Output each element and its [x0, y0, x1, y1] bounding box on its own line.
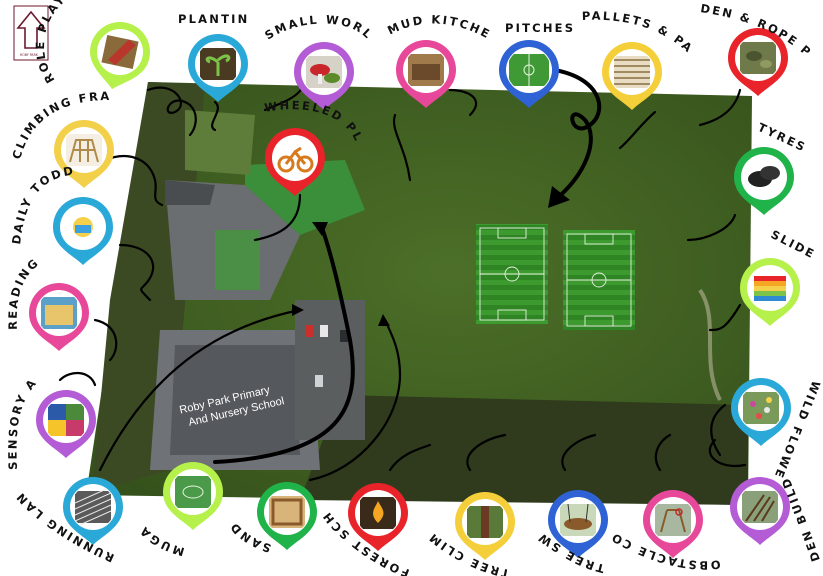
pin-wild-flowers: [731, 378, 791, 446]
car-dark: [340, 330, 348, 342]
arrow-sensory: [58, 372, 97, 387]
arrow-obstacle: [654, 433, 672, 472]
label-text: Pitches: [505, 21, 573, 35]
camo-icon: [740, 42, 776, 74]
arrow-muga: [213, 226, 355, 464]
pin-sensory-area: [36, 390, 96, 458]
arrow-den-building: [708, 438, 747, 468]
school-building-roof: [170, 345, 300, 455]
arrow-tree-swings: [561, 433, 597, 472]
arrowhead-sandpit: [378, 314, 390, 326]
stage-icon: [101, 34, 139, 70]
arrows: [58, 66, 747, 482]
pin-obstacle-course: [643, 490, 703, 558]
slide-icon: [752, 272, 788, 304]
arrow-daily-toddle: [118, 243, 155, 302]
early-years-garden: [185, 110, 255, 175]
footpath: [698, 288, 722, 401]
arrow-heads: [292, 186, 570, 326]
arrow-small-world: [263, 86, 304, 112]
arrow-wild-flowers: [710, 403, 727, 457]
track-icon: [74, 486, 112, 528]
sandpit-icon: [269, 496, 305, 528]
tyre-icon: [746, 161, 782, 193]
pin-reading-shed: [29, 283, 89, 351]
logo-caption: ROBY PARK: [20, 53, 39, 57]
pin-running-lanes: [63, 477, 123, 545]
pitch-icon: [509, 54, 549, 86]
car-white: [320, 325, 328, 337]
arrow-slides: [708, 303, 742, 332]
pin-wheeled-play: [265, 128, 325, 196]
obstacle-icon: [655, 504, 691, 536]
pin-photo-frame: [272, 135, 318, 181]
pin-climbing-frame: [54, 120, 114, 188]
arrow-den-rope: [698, 88, 742, 127]
arrow-tree-climbing: [466, 433, 507, 472]
stick-den-icon: [742, 491, 778, 523]
shed-icon: [41, 297, 77, 329]
logo: ROBY PARK: [13, 5, 49, 61]
pin-small-world: [294, 42, 354, 110]
arrow-wheeled-play: [253, 193, 302, 242]
car-red: [305, 325, 313, 337]
pin-mud-kitchens: [396, 40, 456, 108]
aerial-photo: [86, 82, 752, 505]
pitch-markings: [479, 227, 632, 327]
pin-planting: [188, 34, 248, 102]
flower-icon: [743, 392, 779, 424]
arrow-role-play: [146, 86, 197, 137]
pin-slides: [740, 258, 800, 326]
seedling-icon: [200, 48, 236, 80]
arrow-sandpit: [308, 318, 402, 482]
arrow-mud-kitchen-b: [448, 88, 478, 117]
pin-pitches: [499, 40, 559, 108]
arrow-mud-kitchen: [392, 113, 412, 182]
arrowhead-muga: [312, 222, 328, 236]
pin-den-building: [730, 477, 790, 545]
sensory-icon: [48, 404, 84, 436]
pin-tyres: [734, 147, 794, 215]
pin-tree-swings: [548, 490, 608, 558]
pallet-icon: [614, 56, 650, 88]
arrow-forest-school: [388, 443, 432, 472]
arrow-reading-shed: [93, 318, 118, 362]
arrow-planting: [211, 100, 219, 132]
pin-tree-climbing: [455, 492, 515, 560]
arrow-tyres: [686, 213, 737, 242]
campfire-icon: [360, 497, 396, 529]
label-text: MUGA: [136, 523, 184, 559]
car-silver: [315, 375, 323, 387]
climbing-frame-icon: [66, 134, 102, 166]
tree-icon: [467, 506, 503, 538]
balance-bike-icon: [277, 146, 314, 173]
tree-belt-bottom: [300, 395, 748, 505]
label-muga: MUGA: [136, 523, 186, 559]
arrow-running-lanes: [98, 308, 302, 472]
arrowhead-running: [292, 304, 304, 316]
pin-daily-toddle: [53, 197, 113, 265]
pin-den-rope: [728, 28, 788, 96]
annex-building: [165, 180, 215, 205]
house-arrow-logo: [16, 10, 46, 49]
arrow-pitches: [533, 66, 602, 202]
label-pitches: Pitches: [505, 21, 575, 35]
muga-court: [215, 230, 260, 290]
arrow-climbing-frame: [103, 155, 164, 207]
swing-icon: [560, 503, 596, 536]
muga-icon: [175, 476, 211, 508]
pin-sandpit: [257, 482, 317, 550]
pin-pallets: [602, 42, 662, 110]
pin-muga: [163, 462, 223, 530]
mushroom-icon: [306, 56, 342, 88]
pin-role-play: [90, 22, 150, 90]
arrowhead-pitches: [548, 186, 570, 208]
arrow-pallets: [618, 110, 657, 150]
pin-forest-school: [348, 483, 408, 551]
kitchen-icon: [408, 54, 444, 86]
daily-toddle-icon: [65, 211, 101, 243]
